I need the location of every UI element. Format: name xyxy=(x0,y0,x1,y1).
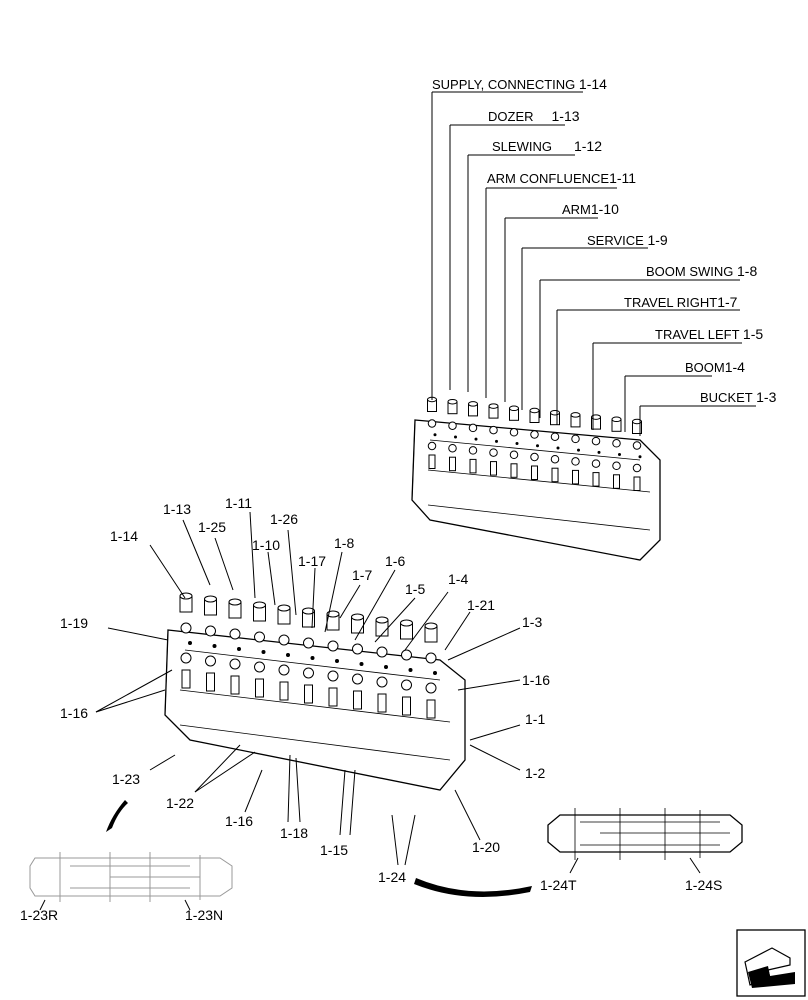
callout-1-16-left: 1-16 xyxy=(60,705,88,721)
main-valve-assembly xyxy=(164,592,466,791)
callout-1-20: 1-20 xyxy=(472,839,500,855)
label-boom: BOOM1-4 xyxy=(685,359,745,375)
main-valve-section xyxy=(424,622,438,719)
callout-1-11: 1-11 xyxy=(225,495,252,511)
callout-1-19: 1-19 xyxy=(60,615,88,631)
callout-1-13: 1-13 xyxy=(163,501,191,517)
upper-valve-assembly xyxy=(411,396,661,561)
upper-valve-section xyxy=(427,396,437,469)
main-leader-lines xyxy=(95,511,521,866)
main-valve-section xyxy=(204,595,217,692)
upper-valve-section xyxy=(529,407,540,480)
callout-1-16-bottom: 1-16 xyxy=(225,813,253,829)
arrow-to-1-23-detail xyxy=(106,800,128,832)
upper-leader-lines xyxy=(431,91,756,436)
upper-valve-section xyxy=(632,418,642,491)
upper-valve-section xyxy=(488,403,499,476)
callout-1-24t: 1-24T xyxy=(540,877,577,893)
main-valve-section xyxy=(179,592,193,689)
callout-1-7: 1-7 xyxy=(352,567,372,583)
upper-valve-section xyxy=(591,414,601,487)
label-boom-swing: BOOM SWING 1-8 xyxy=(646,263,757,279)
callout-1-17: 1-17 xyxy=(298,553,326,569)
callout-1-1: 1-1 xyxy=(525,711,545,727)
upper-valve-section xyxy=(447,398,458,472)
arrow-to-1-24-detail xyxy=(414,878,532,897)
upper-valve-section xyxy=(509,405,519,478)
main-valve-section xyxy=(253,601,266,698)
label-arm-confluence: ARM CONFLUENCE1-11 xyxy=(487,170,636,186)
next-page-arrow-icon[interactable] xyxy=(736,929,806,997)
upper-valve-section xyxy=(611,416,622,489)
main-valve-section xyxy=(277,604,291,701)
callout-1-2: 1-2 xyxy=(525,765,545,781)
curved-arrows xyxy=(106,800,532,897)
main-valve-section xyxy=(302,607,315,704)
callout-1-6: 1-6 xyxy=(385,553,405,569)
callout-1-5: 1-5 xyxy=(405,581,425,597)
label-travel-right: TRAVEL RIGHT1-7 xyxy=(624,294,738,310)
label-travel-left: TRAVEL LEFT 1-5 xyxy=(655,326,763,342)
callout-1-24s: 1-24S xyxy=(685,877,722,893)
callout-1-24: 1-24 xyxy=(378,869,406,885)
callout-1-14: 1-14 xyxy=(110,528,138,544)
callout-1-23r: 1-23R xyxy=(20,907,58,923)
callout-1-8: 1-8 xyxy=(334,535,354,551)
detail-1-23: 1-23R 1-23N xyxy=(20,852,233,923)
label-service: SERVICE 1-9 xyxy=(587,232,668,248)
upper-valve-section xyxy=(468,401,478,474)
callout-1-18: 1-18 xyxy=(280,825,308,841)
callout-1-23: 1-23 xyxy=(112,771,140,787)
main-valve-section xyxy=(326,610,340,707)
callout-1-16-right: 1-16 xyxy=(522,672,550,688)
callout-1-10: 1-10 xyxy=(252,537,280,553)
label-bucket: BUCKET 1-3 xyxy=(700,389,777,405)
callout-1-4: 1-4 xyxy=(448,571,468,587)
callout-1-25: 1-25 xyxy=(198,519,226,535)
label-supply-connecting: SUPPLY, CONNECTING 1-14 xyxy=(432,76,607,92)
callout-1-3: 1-3 xyxy=(522,614,542,630)
main-valve-section xyxy=(228,598,242,695)
callout-1-22: 1-22 xyxy=(166,795,194,811)
callout-1-15: 1-15 xyxy=(320,842,348,858)
main-valve-section xyxy=(400,619,413,716)
upper-valve-section xyxy=(570,412,581,485)
main-callouts: 1-13 1-11 1-25 1-26 1-14 1-10 1-17 1-8 1… xyxy=(60,495,550,885)
detail-1-24: 1-24T 1-24S xyxy=(540,808,743,893)
callout-1-23n: 1-23N xyxy=(185,907,223,923)
callout-1-26: 1-26 xyxy=(270,511,298,527)
upper-valve-section xyxy=(550,409,560,483)
callout-1-21: 1-21 xyxy=(467,597,495,613)
label-arm: ARM1-10 xyxy=(562,201,619,217)
